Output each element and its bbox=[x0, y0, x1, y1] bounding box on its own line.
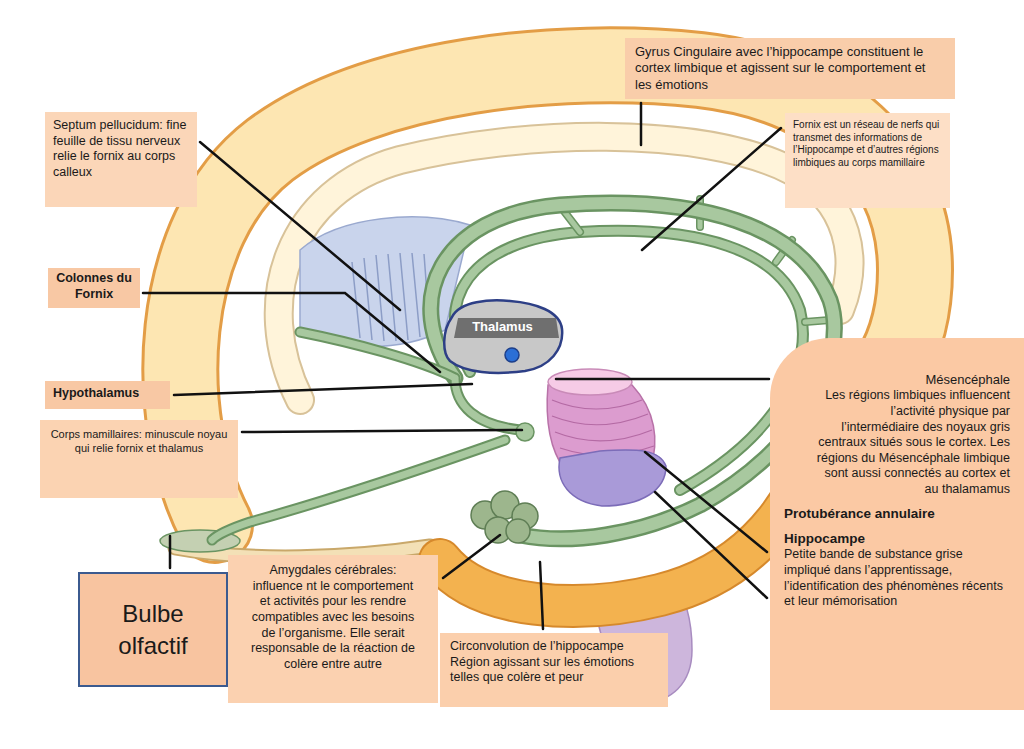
mesencephale-region: MésencéphaleLes régions limbiques influe… bbox=[770, 338, 1024, 710]
callout-box: Amygdales cérébrales: influence nt le co… bbox=[228, 555, 438, 703]
callout-box: Corps mamillaires: minuscule noyau qui r… bbox=[40, 420, 238, 498]
fornix-inner bbox=[455, 231, 803, 490]
callout-text: Corps mamillaires: minuscule noyau qui r… bbox=[50, 428, 228, 456]
callout-text: Petite bande de substance grise impliqué… bbox=[770, 547, 1024, 610]
amygdala bbox=[506, 519, 530, 543]
callout-text: Gyrus Cingulaire avec l’hippocampe const… bbox=[635, 44, 945, 93]
callout-text: Hypothalamus bbox=[53, 386, 162, 402]
callout-box: Colonnes du Fornix bbox=[48, 268, 140, 308]
pons bbox=[559, 450, 666, 506]
midbrain-top bbox=[548, 369, 632, 395]
callout-text: Thalamus bbox=[446, 318, 559, 336]
leader-line bbox=[645, 452, 767, 552]
thalamus-shape: Thalamus bbox=[440, 297, 565, 375]
midbrain-striation bbox=[552, 400, 654, 455]
leader-line bbox=[556, 378, 769, 381]
callout-text: Fornix est un réseau de nerfs qui transm… bbox=[793, 119, 942, 169]
leader-line bbox=[242, 430, 522, 432]
heading-text: Mésencéphale bbox=[770, 372, 1024, 388]
leader-line bbox=[642, 128, 781, 250]
callout-text: Amygdales cérébrales: influence nt le co… bbox=[250, 563, 416, 672]
leader-line bbox=[200, 142, 400, 310]
leader-line bbox=[540, 562, 543, 629]
callout-text: Région agissant sur les émotions telles … bbox=[450, 655, 658, 686]
fornix-inner-outline bbox=[455, 231, 803, 490]
thalamus-outline bbox=[444, 300, 562, 373]
heading-text: Protubérance annulaire bbox=[770, 506, 1024, 523]
callout-text: Les régions limbiques influencent l’acti… bbox=[770, 388, 1024, 497]
septum-hatching bbox=[352, 253, 430, 341]
callout-box: Fornix est un réseau de nerfs qui transm… bbox=[785, 113, 950, 208]
callout-text: Bulbe olfactif bbox=[90, 598, 216, 660]
heading-text: Hippocampe bbox=[770, 531, 1024, 548]
callout-box: Hypothalamus bbox=[45, 381, 170, 409]
olfactory-label-box: Bulbe olfactif bbox=[78, 572, 228, 687]
leader-line bbox=[143, 293, 440, 372]
callout-box: Septum pellucidum: fine feuille de tissu… bbox=[45, 112, 197, 207]
callout-box: Gyrus Cingulaire avec l’hippocampe const… bbox=[625, 38, 955, 99]
leader-line bbox=[443, 535, 500, 578]
callout-text: Colonnes du Fornix bbox=[53, 271, 135, 302]
thalamus-dot bbox=[505, 348, 519, 362]
callout-text: Septum pellucidum: fine feuille de tissu… bbox=[53, 118, 189, 181]
thalamus-shape-outline bbox=[440, 297, 565, 375]
leader-line bbox=[655, 492, 767, 598]
callout-box: Circonvolution de l’hippocampeRégion agi… bbox=[440, 633, 668, 707]
heading-text: Circonvolution de l’hippocampe bbox=[450, 639, 658, 655]
leader-line bbox=[174, 384, 472, 395]
leader-line bbox=[169, 536, 172, 568]
region-shape bbox=[770, 338, 1024, 710]
leader-line bbox=[640, 103, 643, 145]
mammillary-body bbox=[516, 423, 534, 441]
